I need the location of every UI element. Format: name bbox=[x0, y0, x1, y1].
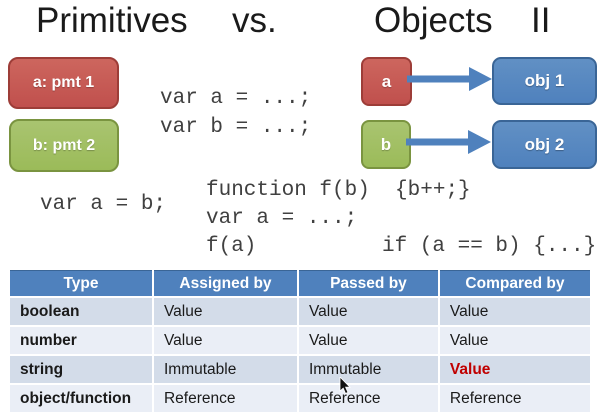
header-assigned-by: Assigned by bbox=[153, 270, 297, 296]
mouse-cursor-icon bbox=[339, 377, 351, 395]
title-objects: Objects bbox=[374, 1, 493, 40]
code-function-def: function f(b) {b++;} bbox=[206, 179, 471, 202]
cell-passed: Reference bbox=[298, 385, 438, 412]
header-type: Type bbox=[10, 270, 152, 296]
cell-type: boolean bbox=[10, 298, 152, 325]
code-declarations: var a = ...; var b = ...; bbox=[160, 84, 311, 142]
object-box-2: obj 2 bbox=[492, 120, 597, 169]
header-passed-by: Passed by bbox=[298, 270, 438, 296]
cell-compared-highlighted: Value bbox=[439, 356, 590, 383]
cell-type: number bbox=[10, 327, 152, 354]
code-var-a-2: var a = ...; bbox=[206, 207, 358, 230]
cell-passed: Value bbox=[298, 327, 438, 354]
title-vs: vs. bbox=[232, 1, 277, 40]
cell-assigned: Reference bbox=[153, 385, 297, 412]
table-row-number: number Value Value Value bbox=[10, 327, 590, 354]
title-primitives: Primitives bbox=[36, 1, 188, 40]
cell-passed: Value bbox=[298, 298, 438, 325]
cell-compared: Value bbox=[439, 298, 590, 325]
code-function-block: function f(b) {b++;} var a = ...; f(a) bbox=[206, 177, 471, 261]
primitive-box-a-label: a: pmt 1 bbox=[32, 74, 95, 91]
table-row-boolean: boolean Value Value Value bbox=[10, 298, 590, 325]
cell-type: object/function bbox=[10, 385, 152, 412]
code-var-a: var a = ...; bbox=[160, 87, 312, 110]
code-assignment: var a = b; bbox=[40, 193, 167, 216]
code-comparison: if (a == b) {...} bbox=[382, 235, 597, 258]
code-var-b: var b = ...; bbox=[160, 116, 312, 139]
primitive-box-b-label: b: pmt 2 bbox=[32, 136, 96, 154]
cell-assigned: Immutable bbox=[153, 356, 297, 383]
arrow-b-to-obj2-icon bbox=[406, 130, 491, 154]
title-roman-two: II bbox=[531, 1, 551, 40]
code-call-f: f(a) bbox=[206, 235, 257, 258]
reference-var-b: b bbox=[361, 120, 411, 169]
reference-var-a-label: a bbox=[381, 71, 392, 91]
table-row-string: string Immutable Immutable Value bbox=[10, 356, 590, 383]
reference-var-b-label: b bbox=[380, 134, 392, 154]
cell-passed: Immutable bbox=[298, 356, 438, 383]
header-compared-by: Compared by bbox=[439, 270, 590, 296]
cell-type: string bbox=[10, 356, 152, 383]
table-row-object-function: object/function Reference Reference Refe… bbox=[10, 385, 590, 412]
semantics-table: Type Assigned by Passed by Compared by b… bbox=[8, 268, 592, 414]
object-box-1-label: obj 1 bbox=[524, 71, 565, 90]
cell-compared: Value bbox=[439, 327, 590, 354]
cell-assigned: Value bbox=[153, 298, 297, 325]
cell-assigned: Value bbox=[153, 327, 297, 354]
primitive-box-b: b: pmt 2 bbox=[9, 119, 119, 172]
table-header-row: Type Assigned by Passed by Compared by bbox=[10, 270, 590, 296]
reference-var-a: a bbox=[361, 57, 412, 106]
object-box-2-label: obj 2 bbox=[524, 134, 565, 154]
primitive-box-a: a: pmt 1 bbox=[8, 57, 119, 109]
cell-compared: Reference bbox=[439, 385, 590, 412]
object-box-1: obj 1 bbox=[492, 57, 597, 105]
arrow-a-to-obj1-icon bbox=[407, 67, 492, 91]
